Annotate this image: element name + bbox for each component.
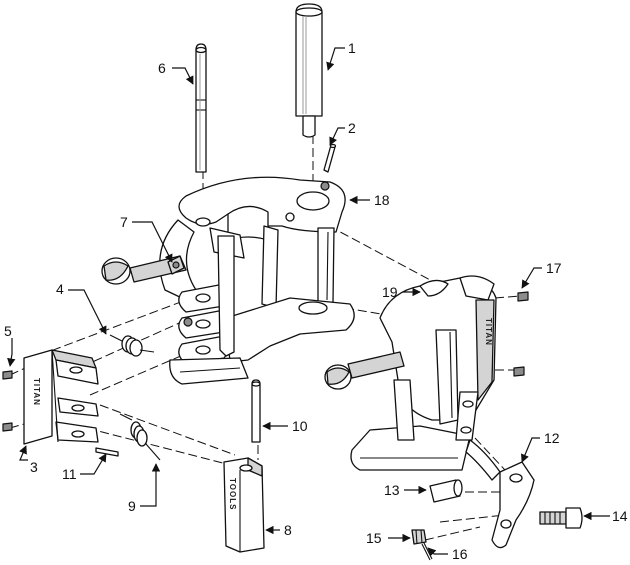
callout-12: 12	[544, 430, 560, 446]
callout-17: 17	[546, 260, 562, 276]
callout-15: 15	[366, 530, 382, 546]
part-4-torsion-spring	[109, 334, 155, 357]
callout-10: 10	[292, 418, 308, 434]
part-18-main-body	[101, 176, 355, 385]
part-10-link-pin	[251, 379, 261, 443]
body-brand-text: TITAN	[484, 318, 493, 346]
left-link-brand-text: TITAN	[32, 378, 41, 406]
part-15-castle-nut	[411, 529, 427, 545]
callout-14: 14	[612, 508, 628, 524]
right-link-brand-text: TOOLS	[228, 478, 237, 510]
callout-4: 4	[56, 281, 64, 297]
part-14-bolt	[539, 507, 583, 529]
callout-18: 18	[374, 192, 390, 208]
callout-2: 2	[348, 120, 356, 136]
part-11-pin	[95, 447, 119, 457]
callout-19: 19	[382, 284, 398, 300]
callout-9: 9	[128, 498, 136, 514]
part-5-screws	[2, 370, 13, 432]
callout-1: 1	[348, 40, 356, 56]
callout-5: 5	[4, 323, 12, 339]
part-2-roll-pin	[323, 143, 337, 173]
callout-13: 13	[384, 482, 400, 498]
part-3-left-link: TITAN	[23, 349, 99, 445]
part-13-bushing	[429, 479, 463, 503]
part-1-handle-grip	[295, 3, 323, 138]
callout-leaders	[7, 47, 610, 557]
callout-8: 8	[284, 522, 292, 538]
callout-6: 6	[158, 60, 166, 76]
part-12-lever-link	[465, 439, 535, 549]
callout-labels: 1 2 3 4 5 6 7 8 9 10 11 12 13 14 15 16 1…	[4, 40, 628, 562]
part-16-cotter-pin	[421, 542, 433, 561]
callout-11: 11	[62, 466, 77, 482]
callout-16: 16	[452, 546, 468, 562]
part-8-right-link: TOOLS	[223, 457, 265, 553]
part-9-torsion-spring	[119, 413, 161, 461]
callout-7: 7	[120, 214, 128, 230]
part-6-hinge-rod	[195, 43, 207, 173]
part-19-right-body: TITAN	[324, 275, 497, 471]
callout-3: 3	[30, 459, 38, 475]
part-17-set-screws	[513, 291, 529, 377]
